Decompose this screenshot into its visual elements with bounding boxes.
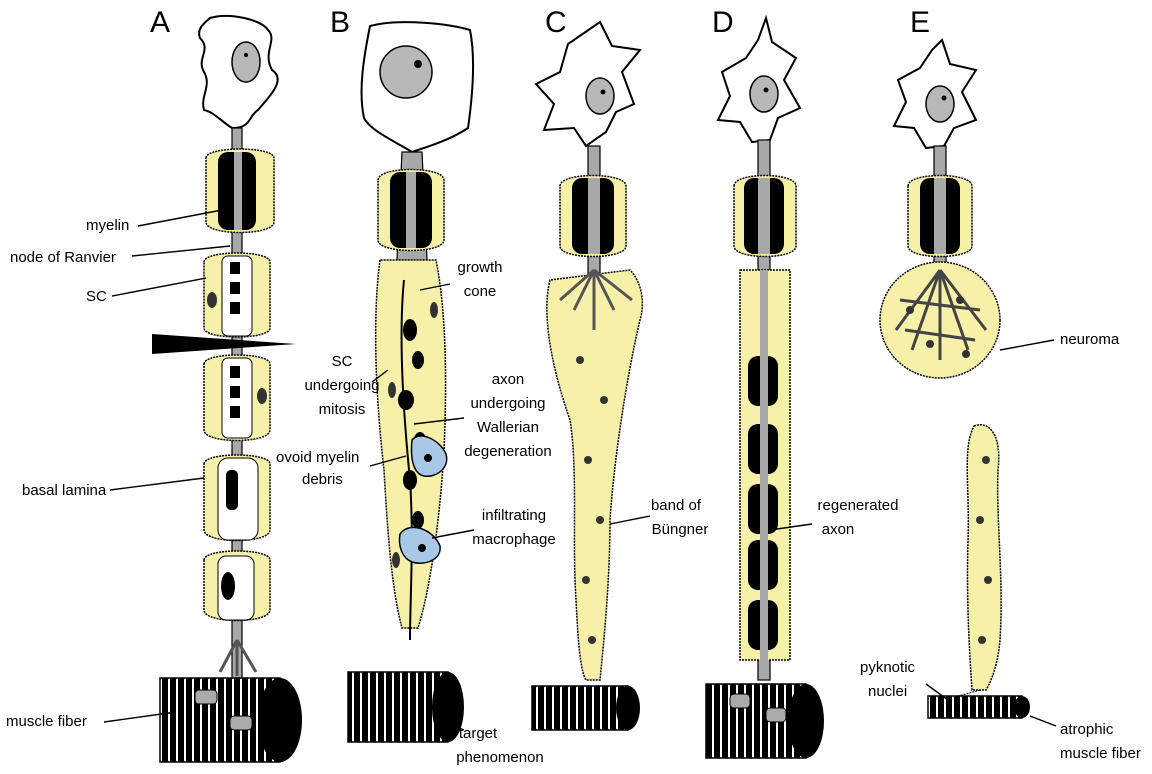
label-sc-mitosis-2: undergoing	[304, 377, 379, 394]
label-sc-mitosis-1: SC	[332, 353, 353, 370]
label-node-of-ranvier: node of Ranvier	[10, 249, 116, 266]
myelin-segment	[206, 149, 274, 233]
label-ovoid-1: ovoid myelin	[276, 449, 359, 466]
label-axon-wd-2: undergoing	[470, 395, 545, 412]
label-atrophic-2: muscle fiber	[1060, 745, 1141, 762]
sc-segment	[204, 253, 270, 337]
label-axon-wd-4: degeneration	[464, 443, 552, 460]
band-of-bungner	[547, 270, 643, 680]
nucleus-b	[380, 46, 432, 98]
panel-e: E	[880, 6, 1030, 718]
panel-c: C	[532, 6, 642, 730]
label-target-2: phenomenon	[456, 749, 544, 766]
nucleus-c	[586, 78, 614, 114]
label-ovoid-2: debris	[302, 471, 343, 488]
label-pyknotic-1: pyknotic	[860, 659, 916, 676]
sc-segment	[204, 551, 270, 621]
label-regen-1: regenerated	[818, 497, 899, 514]
sc-segment	[204, 355, 270, 441]
label-target-1: target	[459, 725, 498, 742]
panel-letter-d: D	[712, 6, 734, 39]
myelin-segment	[734, 176, 796, 257]
nucleus-d	[750, 76, 778, 112]
nucleus-a	[232, 42, 260, 82]
distal-band-e	[967, 425, 1001, 690]
muscle-fiber-d	[706, 684, 824, 758]
muscle-fiber-b	[348, 672, 464, 742]
panel-d: D	[706, 6, 824, 758]
panel-letter-a: A	[150, 6, 170, 39]
label-axon-wd-3: Wallerian	[477, 419, 539, 436]
label-sc-mitosis-3: mitosis	[319, 401, 366, 418]
label-atrophic-1: atrophic	[1060, 721, 1114, 738]
myelin-segment	[908, 176, 972, 257]
label-neuroma: neuroma	[1060, 331, 1120, 348]
label-axon-wd-1: axon	[492, 371, 525, 388]
label-bungner-1: band of	[651, 497, 702, 514]
label-basal-lamina: basal lamina	[22, 482, 107, 499]
label-pyknotic-2: nuclei	[868, 683, 907, 700]
label-regen-2: axon	[822, 521, 855, 538]
neuron-body-c	[536, 22, 640, 146]
atrophic-muscle-fiber	[928, 696, 1030, 718]
label-bungner-2: Büngner	[652, 521, 709, 538]
neuroma	[880, 262, 1000, 378]
label-sc: SC	[86, 288, 107, 305]
panel-letter-e: E	[910, 6, 930, 39]
panel-a: A	[150, 6, 302, 762]
label-growth-cone-1: growth	[457, 259, 502, 276]
panel-letter-c: C	[545, 6, 567, 39]
panel-b: B	[330, 6, 473, 742]
regenerated-axon-d	[740, 270, 790, 670]
nucleus-e	[926, 86, 954, 122]
muscle-fiber-c	[532, 686, 640, 730]
label-macrophage-1: infiltrating	[482, 507, 546, 524]
myelin-segment	[378, 170, 444, 251]
basal-lamina-segment	[204, 455, 270, 541]
myelin-segment	[560, 176, 626, 257]
muscle-fiber-a	[160, 678, 302, 762]
label-macrophage-2: macrophage	[472, 531, 555, 548]
label-myelin: myelin	[86, 217, 129, 234]
panel-letter-b: B	[330, 6, 350, 39]
label-growth-cone-2: cone	[464, 283, 497, 300]
label-muscle-fiber: muscle fiber	[6, 713, 87, 730]
